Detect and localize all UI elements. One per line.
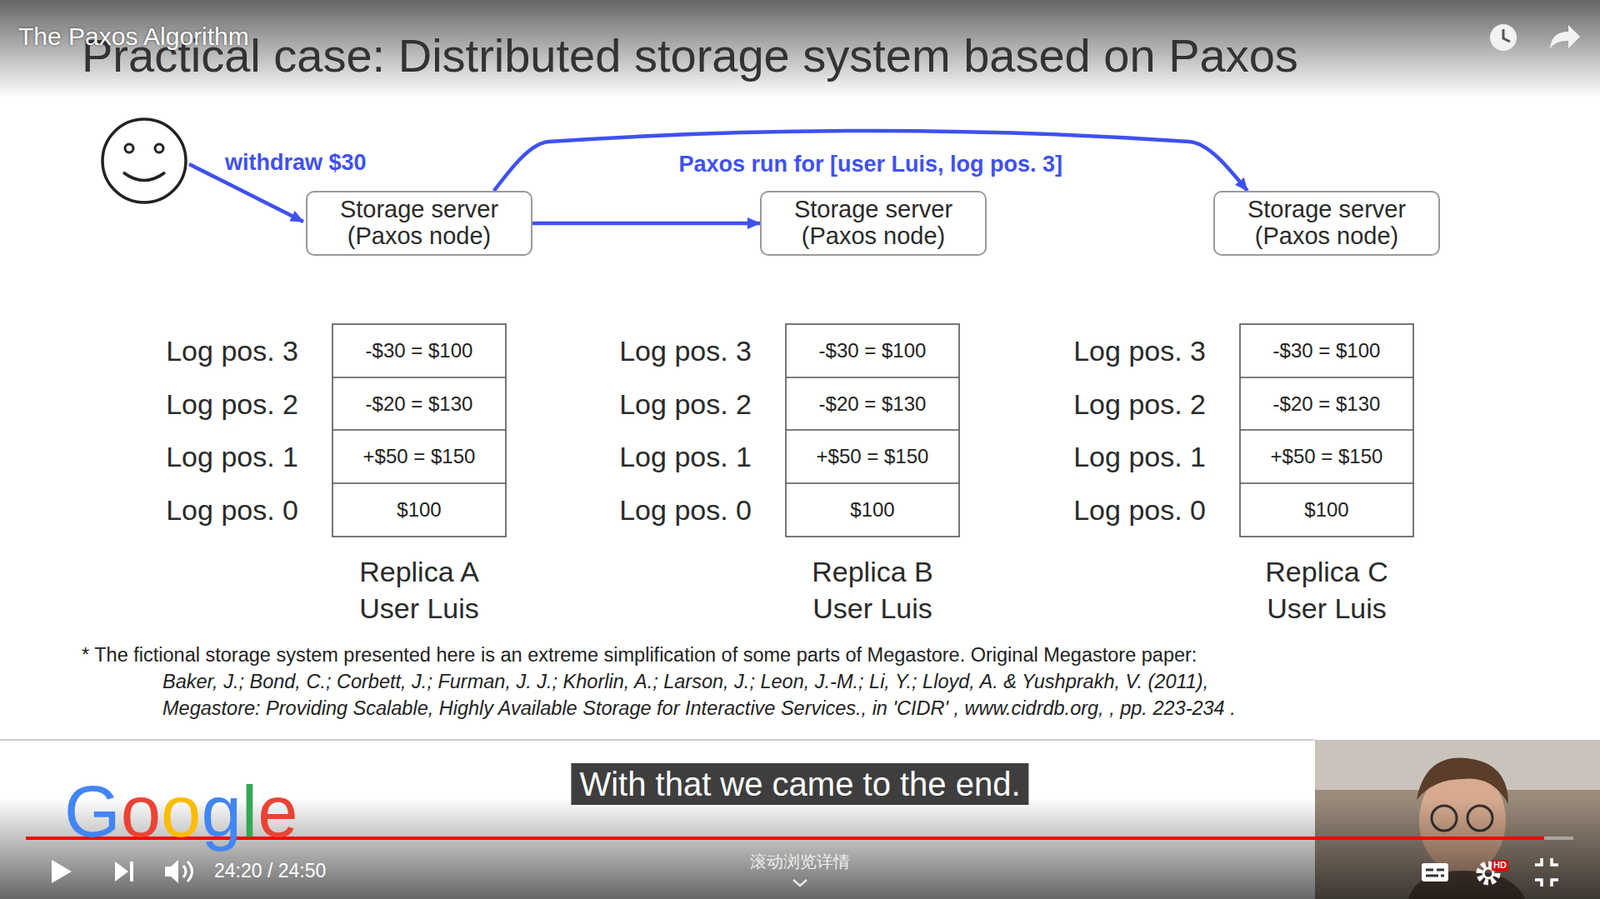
share-icon bbox=[1550, 25, 1580, 49]
log-position: Log pos. 1 bbox=[1073, 440, 1206, 475]
replica-caption: Replica B User Luis bbox=[780, 553, 965, 627]
table-cell: $100 bbox=[1304, 498, 1349, 523]
table-rule bbox=[785, 429, 960, 431]
log-position: Log pos. 3 bbox=[1073, 334, 1206, 369]
subtitle: With that we came to the end. bbox=[570, 763, 1029, 805]
log-position: Log pos. 2 bbox=[619, 387, 752, 422]
smiley-face bbox=[102, 119, 186, 203]
subtitles-icon bbox=[1421, 863, 1449, 882]
slide-edge bbox=[0, 739, 1315, 741]
replica-caption: Replica C User Luis bbox=[1235, 553, 1419, 627]
log-position: Log pos. 3 bbox=[619, 334, 752, 369]
next-icon bbox=[115, 861, 129, 882]
slide-title: Practical case: Distributed storage syst… bbox=[81, 27, 1299, 84]
table-cell: +$50 = $150 bbox=[1270, 445, 1384, 470]
server-box: Storage server (Paxos node) bbox=[305, 190, 533, 256]
smiley-eye bbox=[155, 144, 164, 153]
table-rule bbox=[332, 376, 506, 379]
scroll-hint: 滚动浏览详情 bbox=[750, 851, 850, 872]
volume-waves bbox=[183, 861, 193, 882]
log-position: Log pos. 1 bbox=[619, 440, 752, 475]
log-position: Log pos. 2 bbox=[165, 387, 299, 422]
log-table bbox=[785, 324, 960, 537]
table-rule bbox=[332, 482, 506, 485]
table-cell: +$50 = $150 bbox=[363, 445, 476, 470]
smiley-eye bbox=[125, 144, 134, 153]
table-cell: -$30 = $100 bbox=[1273, 339, 1381, 364]
log-position: Log pos. 2 bbox=[1073, 387, 1206, 422]
log-position: Log pos. 0 bbox=[165, 493, 299, 528]
table-rule bbox=[785, 482, 960, 485]
table-cell: -$20 = $130 bbox=[1273, 392, 1381, 417]
next-icon-bar bbox=[130, 861, 134, 882]
citation: Megastore: Providing Scalable, Highly Av… bbox=[162, 696, 1236, 720]
log-position: Log pos. 3 bbox=[165, 334, 299, 369]
play-icon bbox=[51, 860, 72, 884]
table-cell: $100 bbox=[850, 498, 895, 523]
subtitles-lines bbox=[1425, 870, 1445, 876]
table-cell: -$20 = $130 bbox=[365, 392, 474, 417]
table-cell: $100 bbox=[396, 498, 441, 523]
google-logo: Google bbox=[64, 771, 299, 852]
table-rule bbox=[785, 376, 960, 379]
node-text: Storage server (Paxos node) bbox=[1223, 196, 1430, 250]
top-shade bbox=[0, 0, 1600, 99]
table-rule bbox=[332, 429, 506, 431]
connector-arrow bbox=[494, 130, 1248, 191]
hd-badge: HD bbox=[1491, 860, 1509, 871]
exit-fullscreen-icon bbox=[1535, 858, 1559, 887]
presenter-hair bbox=[1416, 758, 1509, 805]
chevron-icon bbox=[793, 880, 807, 886]
log-position: Log pos. 1 bbox=[165, 440, 299, 475]
smiley-mouth bbox=[123, 172, 165, 181]
server-box: Storage server (Paxos node) bbox=[1213, 190, 1440, 256]
server-box: Storage server (Paxos node) bbox=[760, 190, 987, 256]
log-position: Log pos. 0 bbox=[1073, 493, 1206, 528]
log-position: Log pos. 0 bbox=[619, 493, 752, 528]
table-cell: -$20 = $130 bbox=[819, 392, 927, 417]
node-text: Storage server (Paxos node) bbox=[770, 196, 977, 250]
time-display: 24:20 / 24:50 bbox=[214, 860, 326, 884]
request-label: withdraw $30 bbox=[225, 149, 367, 176]
table-rule bbox=[1240, 376, 1414, 379]
clock-hands bbox=[1503, 29, 1510, 42]
table-cell: -$30 = $100 bbox=[365, 339, 474, 364]
node-text: Storage server (Paxos node) bbox=[315, 196, 523, 250]
clock-icon bbox=[1490, 24, 1517, 51]
citation: Baker, J.; Bond, C.; Corbett, J.; Furman… bbox=[162, 670, 1209, 694]
edge-label: Paxos run for [user Luis, log pos. 3] bbox=[675, 150, 1066, 178]
log-table bbox=[1240, 324, 1414, 537]
table-cell: +$50 = $150 bbox=[816, 445, 930, 470]
replica-caption: Replica A User Luis bbox=[327, 553, 511, 627]
table-cell: -$30 = $100 bbox=[819, 339, 927, 364]
volume-icon bbox=[165, 860, 179, 884]
table-rule bbox=[1240, 482, 1414, 485]
log-table bbox=[332, 324, 506, 537]
footnote: * The fictional storage system presented… bbox=[81, 643, 1197, 667]
video-title: The Paxos Algorithm bbox=[18, 21, 250, 52]
connector-arrow bbox=[532, 221, 760, 226]
table-rule bbox=[1240, 429, 1414, 431]
